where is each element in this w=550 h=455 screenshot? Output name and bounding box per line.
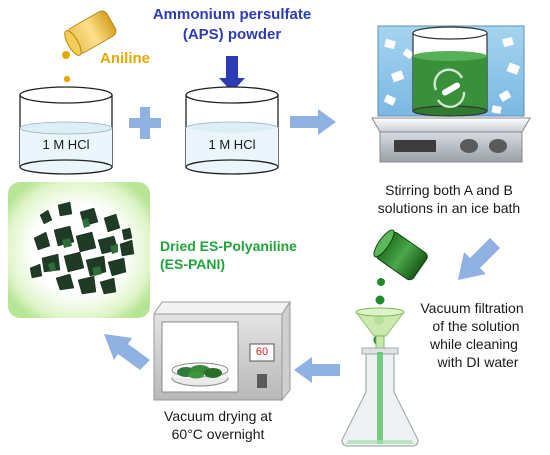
aniline-vial <box>64 10 117 56</box>
product-label-line2: (ES-PANI) <box>160 256 226 272</box>
filtration-label-line4: with DI water <box>437 354 519 370</box>
filtration-label-line2: of the solution <box>432 318 520 334</box>
aniline-label: Aniline <box>100 50 151 67</box>
filtration-label-line1: Vacuum filtration <box>420 300 524 316</box>
arrow-up-left <box>104 334 150 370</box>
arrow-left <box>294 357 340 383</box>
beaker-a-label: 1 M HCl <box>42 137 90 152</box>
stirrer-ice-bath <box>371 25 531 163</box>
stirring-label-line1: Stirring both A and B <box>385 182 513 198</box>
stirring-label-line2: solutions in an ice bath <box>377 200 521 216</box>
vacuum-oven <box>153 300 291 402</box>
aniline-drop <box>62 51 70 59</box>
aps-label-line1: Ammonium persulfate <box>152 6 312 23</box>
pani-product <box>8 182 150 318</box>
arrow-right <box>290 109 336 135</box>
beaker-b-label: 1 M HCl <box>208 137 256 152</box>
drying-label-line2: 60°C overnight <box>171 426 265 442</box>
aps-arrow <box>219 56 245 92</box>
aps-label-line2: (APS) powder <box>182 26 282 43</box>
product-label-line1: Dried ES-Polyaniline <box>160 238 297 254</box>
aniline-drop <box>63 75 71 83</box>
filtration-label-line3: while cleaning <box>430 336 518 352</box>
beaker-b <box>185 86 279 175</box>
arrow-down-left <box>458 238 500 280</box>
oven-display: 60 <box>255 346 269 358</box>
plus-icon <box>129 107 161 139</box>
filtration-setup <box>341 229 428 447</box>
drying-label-line1: Vacuum drying at <box>164 408 272 424</box>
beaker-a <box>19 86 113 175</box>
